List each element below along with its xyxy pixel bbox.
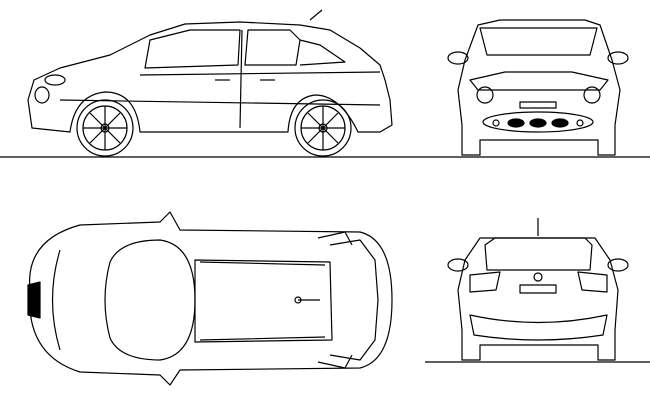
top-view (27, 211, 393, 386)
front-wheel (76, 99, 134, 157)
side-view (27, 9, 393, 157)
rear-view (447, 218, 629, 361)
rear-wheel (294, 99, 352, 157)
front-view (447, 19, 629, 156)
